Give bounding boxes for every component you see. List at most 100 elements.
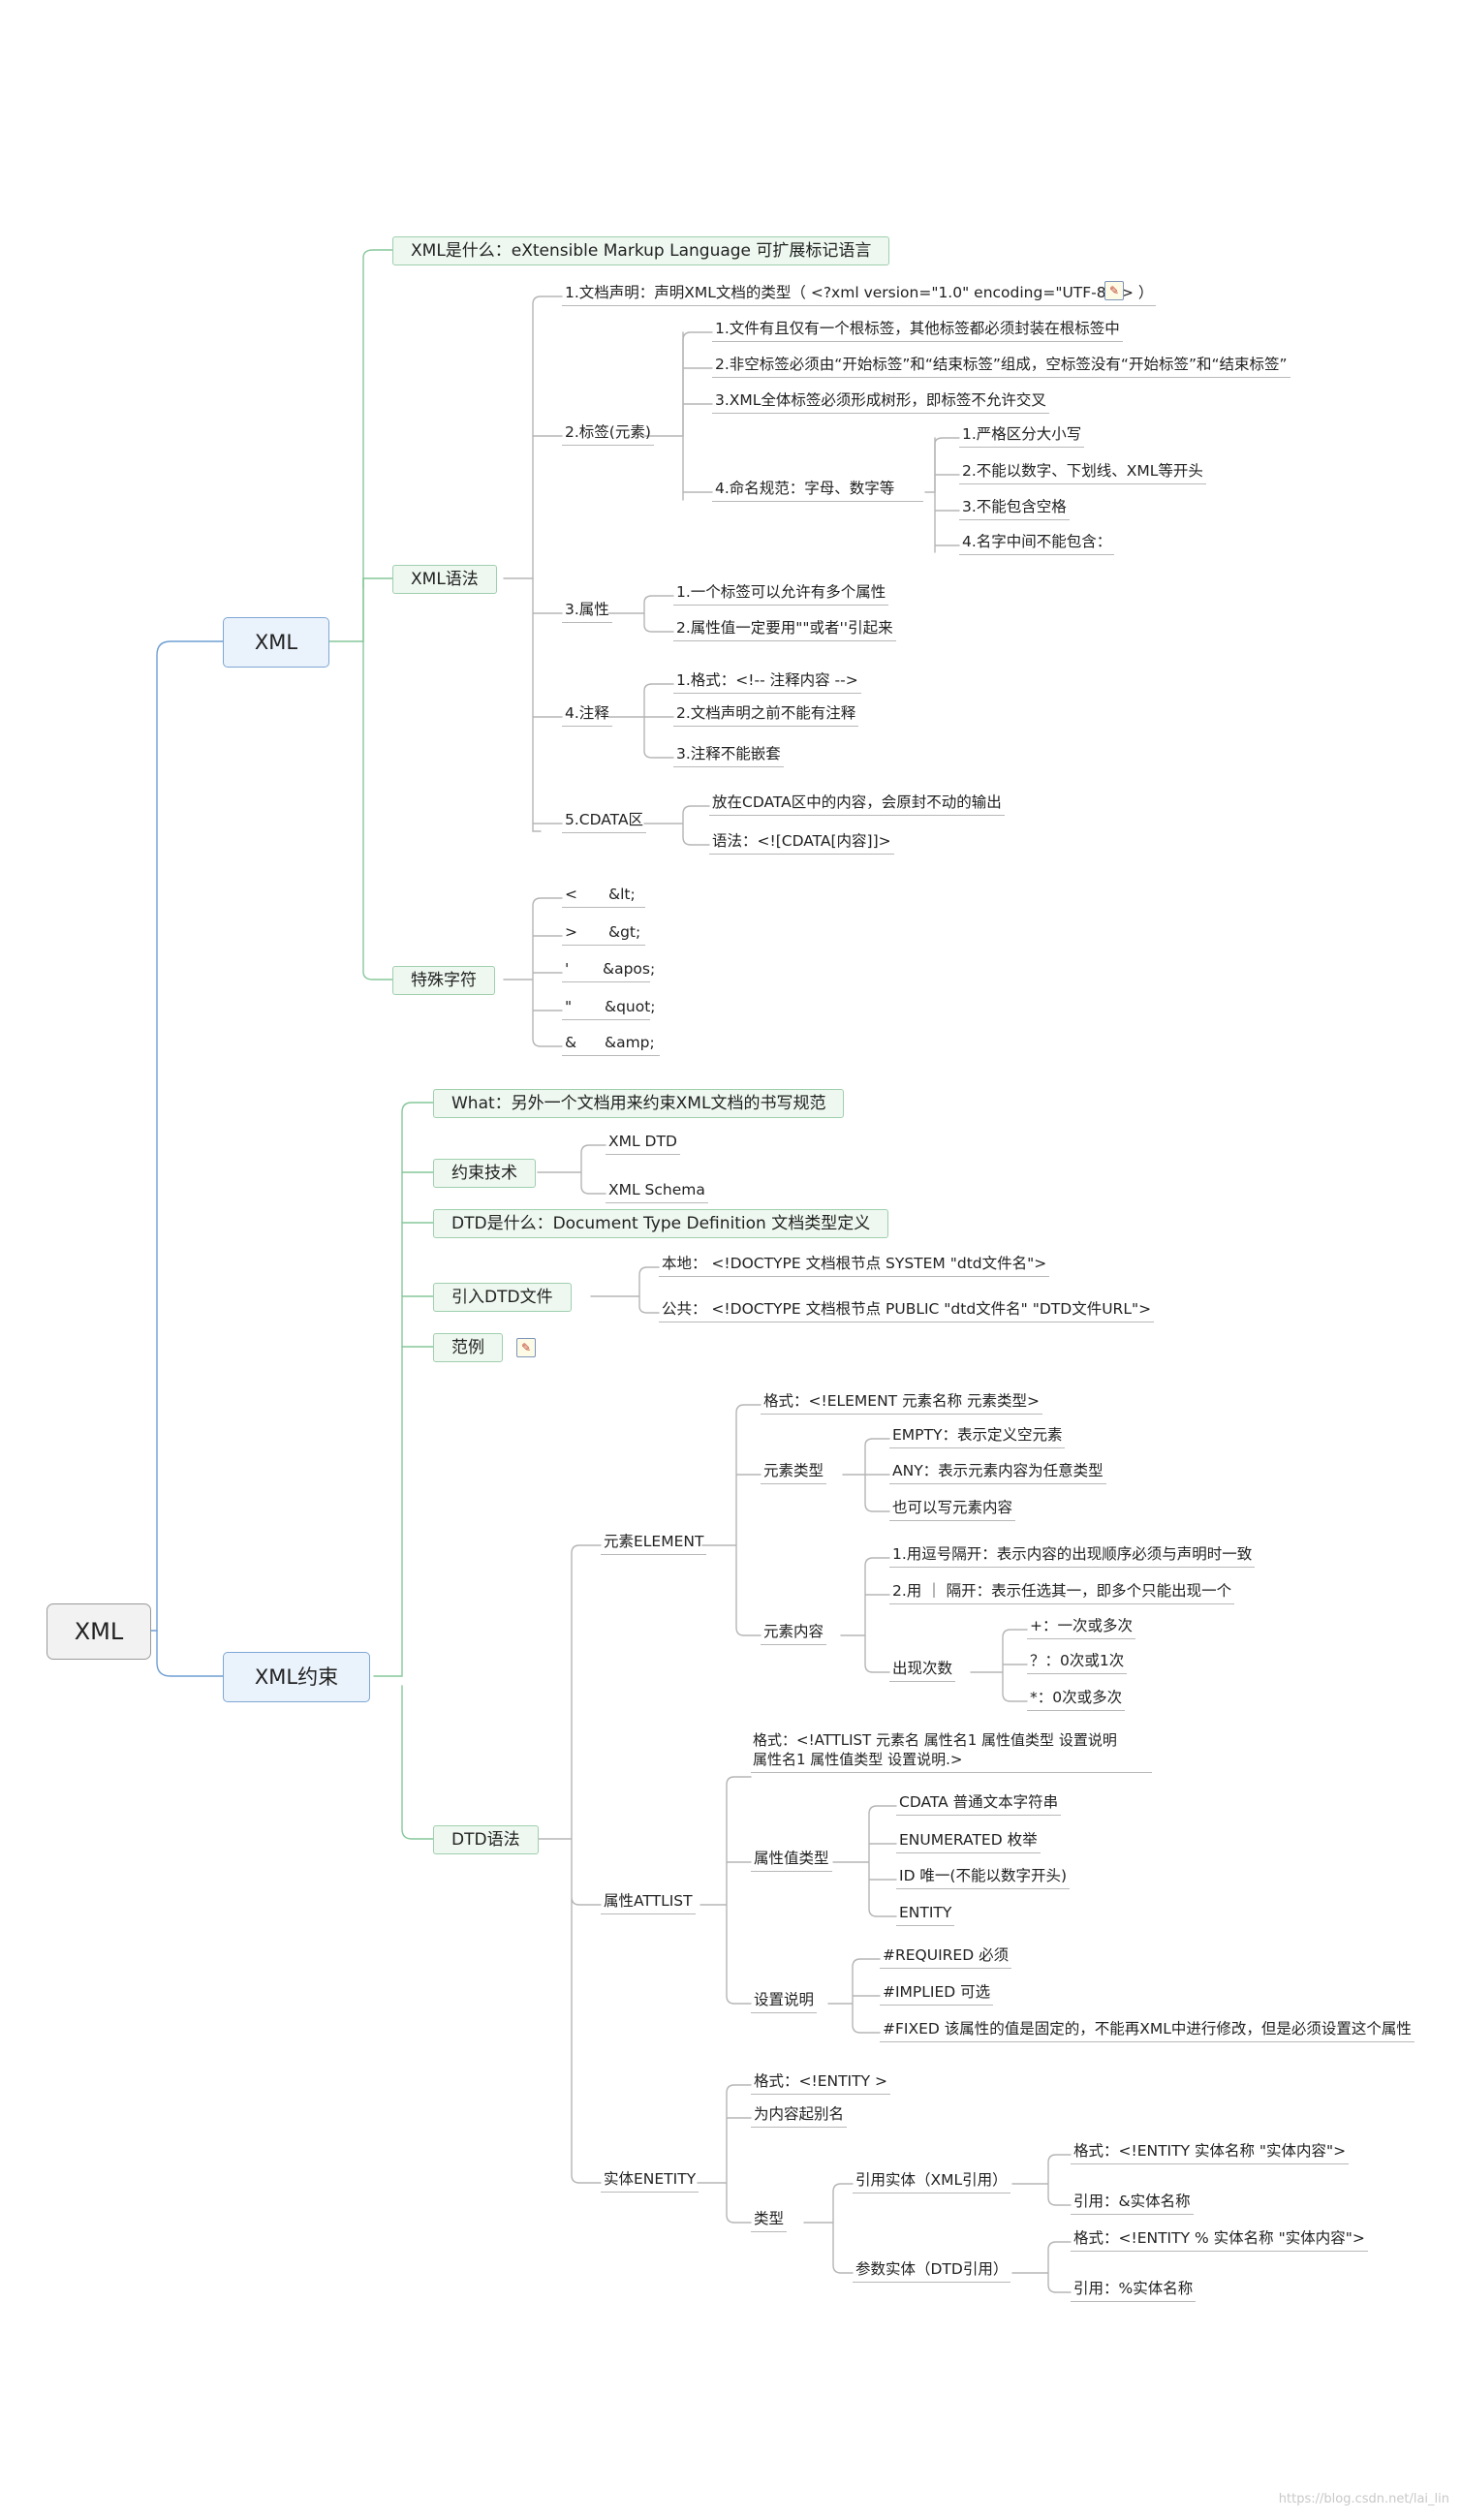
- element-content-item-1[interactable]: 1.用逗号隔开：表示内容的出现顺序必须与声明时一致: [889, 1544, 1256, 1568]
- naming-item-4[interactable]: 4.名字中间不能包含：: [959, 532, 1115, 555]
- attr-node[interactable]: 3.属性: [562, 600, 612, 623]
- char-symbol: ": [565, 998, 573, 1015]
- dtd-syntax-node[interactable]: DTD语法: [433, 1825, 539, 1854]
- char-symbol: <: [565, 886, 577, 903]
- watermark: https://blog.csdn.net/lai_lin: [1278, 2492, 1449, 2506]
- special-char-row[interactable]: < &lt;: [562, 885, 645, 908]
- xml-syntax-label: XML语法: [411, 570, 479, 589]
- comment-item-2[interactable]: 2.文档声明之前不能有注释: [673, 703, 859, 727]
- constraint-tech-node[interactable]: 约束技术: [433, 1159, 536, 1188]
- special-char-row[interactable]: & &amp;: [562, 1033, 660, 1056]
- cdata-item-1[interactable]: 放在CDATA区中的内容，会原封不动的输出: [709, 793, 1005, 816]
- main-node-xml[interactable]: XML: [223, 617, 329, 668]
- occurrence-question[interactable]: ？：0次或1次: [1027, 1651, 1128, 1674]
- xml-syntax-node[interactable]: XML语法: [392, 565, 497, 594]
- element-type-empty[interactable]: EMPTY：表示定义空元素: [889, 1425, 1066, 1448]
- valtype-enumerated[interactable]: ENUMERATED 枚举: [896, 1830, 1041, 1853]
- xml-what-node[interactable]: XML是什么：eXtensible Markup Language 可扩展标记语…: [392, 236, 890, 265]
- note-edit-icon[interactable]: ✎: [516, 1338, 536, 1357]
- comment-item-3[interactable]: 3.注释不能嵌套: [673, 744, 784, 767]
- tag-rule-3[interactable]: 3.XML全体标签必须形成树形，即标签不允许交叉: [712, 390, 1049, 414]
- setting-implied[interactable]: #IMPLIED 可选: [880, 1982, 994, 2006]
- tech-item-schema[interactable]: XML Schema: [606, 1180, 708, 1203]
- xml-what-label: XML是什么：eXtensible Markup Language 可扩展标记语…: [411, 241, 872, 261]
- element-type-content[interactable]: 也可以写元素内容: [889, 1498, 1016, 1521]
- setting-fixed[interactable]: #FIXED 该属性的值是固定的，不能再XML中进行修改，但是必须设置这个属性: [880, 2019, 1414, 2042]
- entity-ref-usage[interactable]: 引用：&实体名称: [1071, 2192, 1194, 2215]
- naming-item-3[interactable]: 3.不能包含空格: [959, 497, 1070, 520]
- dtd-what-label: DTD是什么：Document Type Definition 文档类型定义: [451, 1214, 871, 1233]
- valtype-cdata[interactable]: CDATA 普通文本字符串: [896, 1792, 1062, 1816]
- attr-valtype-node[interactable]: 属性值类型: [751, 1849, 832, 1872]
- occurrence-plus[interactable]: +：一次或多次: [1027, 1616, 1135, 1639]
- naming-item-2[interactable]: 2.不能以数字、下划线、XML等开头: [959, 461, 1206, 484]
- example-node[interactable]: 范例: [433, 1333, 503, 1362]
- char-symbol: &: [565, 1034, 577, 1051]
- tags-node[interactable]: 2.标签(元素): [562, 422, 654, 446]
- entity-param-usage[interactable]: 引用：%实体名称: [1071, 2279, 1197, 2302]
- valtype-entity[interactable]: ENTITY: [896, 1903, 955, 1926]
- import-dtd-node[interactable]: 引入DTD文件: [433, 1283, 572, 1312]
- root-label: XML: [74, 1618, 124, 1645]
- element-node[interactable]: 元素ELEMENT: [601, 1532, 707, 1555]
- element-type-node[interactable]: 元素类型: [761, 1461, 827, 1484]
- main-constraint-label: XML约束: [254, 1665, 339, 1689]
- main-node-xml-constraint[interactable]: XML约束: [223, 1652, 370, 1702]
- attlist-node[interactable]: 属性ATTLIST: [601, 1891, 696, 1914]
- special-chars-label: 特殊字符: [411, 971, 477, 990]
- element-format[interactable]: 格式：<!ELEMENT 元素名称 元素类型>: [761, 1391, 1042, 1415]
- naming-rule-node[interactable]: 4.命名规范：字母、数字等: [712, 479, 923, 502]
- element-content-item-2[interactable]: 2.用 ｜ 隔开：表示任选其一，即多个只能出现一个: [889, 1581, 1235, 1604]
- naming-item-1[interactable]: 1.严格区分大小写: [959, 424, 1085, 448]
- constraint-what-node[interactable]: What：另外一个文档用来约束XML文档的书写规范: [433, 1089, 845, 1118]
- attlist-format[interactable]: 格式：<!ATTLIST 元素名 属性名1 属性值类型 设置说明 属性名1 属性…: [751, 1730, 1152, 1773]
- note-edit-icon[interactable]: ✎: [1104, 281, 1124, 300]
- cdata-node[interactable]: 5.CDATA区: [562, 810, 647, 833]
- constraint-tech-label: 约束技术: [451, 1164, 517, 1183]
- occurrence-star[interactable]: *：0次或多次: [1027, 1688, 1126, 1711]
- entity-alias[interactable]: 为内容起别名: [751, 2104, 848, 2128]
- tech-item-dtd[interactable]: XML DTD: [606, 1132, 680, 1155]
- special-char-row[interactable]: " &quot;: [562, 997, 656, 1020]
- import-dtd-label: 引入DTD文件: [451, 1288, 553, 1307]
- char-entity: &quot;: [605, 998, 656, 1015]
- comment-node[interactable]: 4.注释: [562, 703, 612, 727]
- main-xml-label: XML: [254, 631, 298, 654]
- attr-item-2[interactable]: 2.属性值一定要用""或者''引起来: [673, 618, 896, 641]
- import-local[interactable]: 本地： <!DOCTYPE 文档根节点 SYSTEM "dtd文件名">: [659, 1254, 1050, 1277]
- import-public[interactable]: 公共： <!DOCTYPE 文档根节点 PUBLIC "dtd文件名" "DTD…: [659, 1299, 1155, 1322]
- element-content-node[interactable]: 元素内容: [761, 1622, 827, 1645]
- special-char-row[interactable]: > &gt;: [562, 922, 645, 946]
- setting-node[interactable]: 设置说明: [751, 1990, 818, 2013]
- cdata-item-2[interactable]: 语法：<![CDATA[内容]]>: [709, 831, 894, 855]
- special-char-row[interactable]: ' &apos;: [562, 959, 655, 982]
- valtype-id[interactable]: ID 唯一(不能以数字开头): [896, 1866, 1071, 1889]
- root-node-xml[interactable]: XML: [47, 1603, 151, 1660]
- char-entity: &apos;: [603, 960, 656, 978]
- entity-type-node[interactable]: 类型: [751, 2209, 788, 2232]
- tag-rule-2[interactable]: 2.非空标签必须由“开始标签”和“结束标签”组成，空标签没有“开始标签”和“结束…: [712, 355, 1290, 378]
- comment-item-1[interactable]: 1.格式：<!-- 注释内容 -->: [673, 670, 861, 694]
- special-chars-node[interactable]: 特殊字符: [392, 966, 495, 995]
- char-entity: &gt;: [608, 923, 641, 941]
- example-label: 范例: [451, 1338, 484, 1357]
- char-entity: &lt;: [608, 886, 636, 903]
- setting-required[interactable]: #REQUIRED 必须: [880, 1945, 1012, 1969]
- doc-declaration[interactable]: 1.文档声明：声明XML文档的类型（ <?xml version="1.0" e…: [562, 283, 1157, 306]
- char-symbol: ': [565, 960, 570, 978]
- char-symbol: >: [565, 923, 577, 941]
- entity-node[interactable]: 实体ENETITY: [601, 2169, 699, 2193]
- entity-ref-format[interactable]: 格式：<!ENTITY 实体名称 "实体内容">: [1071, 2141, 1350, 2164]
- attr-item-1[interactable]: 1.一个标签可以允许有多个属性: [673, 582, 889, 606]
- dtd-what-node[interactable]: DTD是什么：Document Type Definition 文档类型定义: [433, 1209, 889, 1238]
- entity-format[interactable]: 格式：<!ENTITY >: [751, 2071, 890, 2095]
- char-entity: &amp;: [605, 1034, 655, 1051]
- element-type-any[interactable]: ANY：表示元素内容为任意类型: [889, 1461, 1106, 1484]
- entity-param-format[interactable]: 格式：<!ENTITY % 实体名称 "实体内容">: [1071, 2228, 1368, 2252]
- entity-ref-node[interactable]: 引用实体（XML引用）: [853, 2170, 1010, 2193]
- dtd-syntax-label: DTD语法: [451, 1830, 520, 1850]
- tag-rule-1[interactable]: 1.文件有且仅有一个根标签，其他标签都必须封装在根标签中: [712, 319, 1123, 342]
- entity-param-node[interactable]: 参数实体（DTD引用）: [853, 2259, 1011, 2283]
- occurrence-node[interactable]: 出现次数: [889, 1659, 956, 1682]
